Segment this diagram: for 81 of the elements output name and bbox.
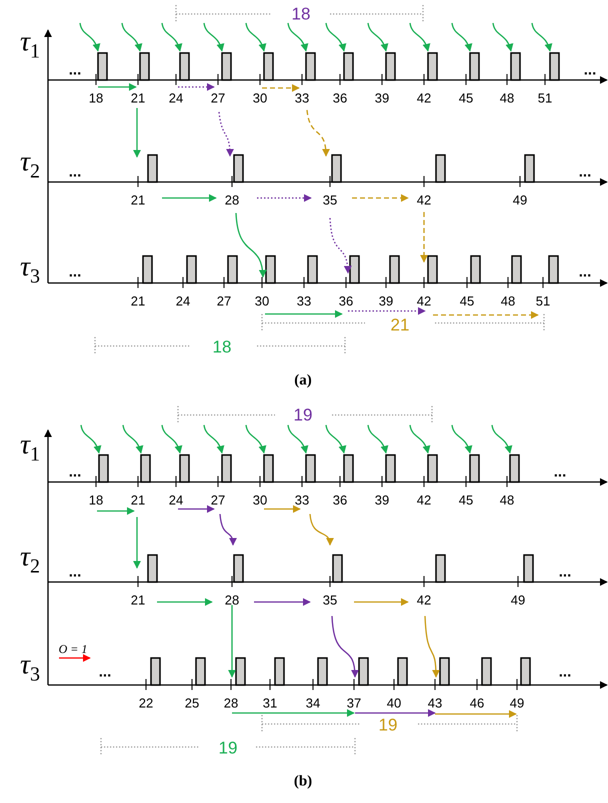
tick-label: 24 — [176, 294, 190, 308]
tick-label: 28 — [224, 194, 240, 206]
ellipsis: ... — [68, 62, 82, 78]
tick-label: 39 — [374, 92, 390, 104]
tick-label: 27 — [216, 294, 232, 308]
ellipsis: ... — [578, 264, 592, 280]
dimension-value: 19 — [378, 716, 398, 734]
tick-label: 48 — [500, 494, 514, 506]
task-label: τ$_{3}$ — [20, 254, 40, 286]
tick-label: 30 — [252, 494, 268, 506]
tick-label: 27 — [210, 92, 226, 104]
dimension-value: 19 — [294, 406, 312, 424]
task-label: τ$_{2}$ — [20, 544, 40, 576]
tick-label: 42 — [416, 294, 432, 308]
ellipsis: ... — [68, 464, 82, 480]
tick-label: 24 — [168, 494, 184, 506]
caption: (a) — [294, 374, 312, 388]
tick-label: 43 — [428, 696, 442, 710]
ellipsis: ... — [558, 664, 572, 680]
tick-label: 39 — [374, 494, 390, 506]
tick-label: 24 — [168, 92, 184, 104]
tick-label: 33 — [294, 92, 310, 104]
tick-label: 25 — [184, 696, 200, 710]
tick-label: 37 — [346, 696, 362, 710]
task-label: τ$_{1}$ — [20, 28, 40, 62]
tick-label: 21 — [130, 92, 146, 104]
tick-label: 45 — [458, 92, 474, 104]
tick-label: 36 — [332, 494, 348, 506]
dimension-value: 19 — [218, 740, 238, 756]
tick-label: 39 — [378, 294, 394, 308]
ellipsis: ... — [98, 664, 112, 680]
tick-label: 45 — [460, 294, 474, 308]
tick-label: 48 — [500, 92, 514, 104]
tick-label: 45 — [458, 494, 474, 506]
task-label: τ$_{3}$ — [20, 652, 40, 684]
task-label: τ$_{2}$ — [20, 148, 40, 182]
tick-label: 49 — [510, 696, 524, 710]
tick-label: 35 — [322, 194, 338, 206]
caption: (b) — [294, 774, 312, 790]
tick-label: 21 — [130, 594, 146, 606]
tick-label: 21 — [130, 494, 146, 506]
tick-label: 42 — [416, 594, 432, 606]
tick-label: 51 — [538, 92, 552, 104]
tick-label: 30 — [254, 294, 270, 308]
tick-label: 28 — [224, 696, 238, 710]
tick-label: 46 — [470, 696, 484, 710]
tick-label: 27 — [210, 494, 226, 506]
ellipsis: ... — [578, 164, 592, 180]
tick-label: 42 — [416, 494, 432, 506]
tick-label: 30 — [252, 92, 268, 104]
tick-label: 22 — [138, 696, 154, 710]
dimension-value: 21 — [390, 316, 410, 334]
offset-label: O = 1 — [58, 643, 88, 655]
ellipsis: ... — [558, 564, 572, 580]
tick-label: 48 — [500, 294, 516, 308]
tick-label: 42 — [416, 194, 432, 206]
tick-label: 36 — [338, 294, 354, 308]
ellipsis: ... — [68, 564, 82, 580]
tick-label: 33 — [296, 294, 312, 308]
ellipsis: ... — [68, 164, 82, 180]
tick-label: 34 — [306, 696, 320, 710]
tick-label: 35 — [322, 594, 338, 606]
tick-label: 49 — [510, 594, 526, 606]
tick-label: 49 — [512, 194, 528, 206]
tick-label: 51 — [536, 294, 550, 308]
tick-label: 40 — [386, 696, 402, 710]
ellipsis: ... — [584, 62, 596, 78]
task-label: τ$_{1}$ — [20, 432, 40, 464]
tick-label: 18 — [88, 92, 104, 104]
tick-label: 21 — [130, 294, 146, 308]
tick-label: 28 — [224, 594, 240, 606]
tick-label: 18 — [88, 494, 104, 506]
dimension-value: 18 — [212, 338, 232, 356]
dimension-value: 18 — [292, 6, 310, 22]
tick-label: 36 — [332, 92, 348, 104]
tick-label: 21 — [130, 194, 146, 206]
ellipsis: ... — [554, 464, 566, 480]
tick-label: 31 — [262, 696, 278, 710]
tick-label: 42 — [416, 92, 432, 104]
ellipsis: ... — [68, 264, 82, 280]
tick-label: 33 — [294, 494, 310, 506]
